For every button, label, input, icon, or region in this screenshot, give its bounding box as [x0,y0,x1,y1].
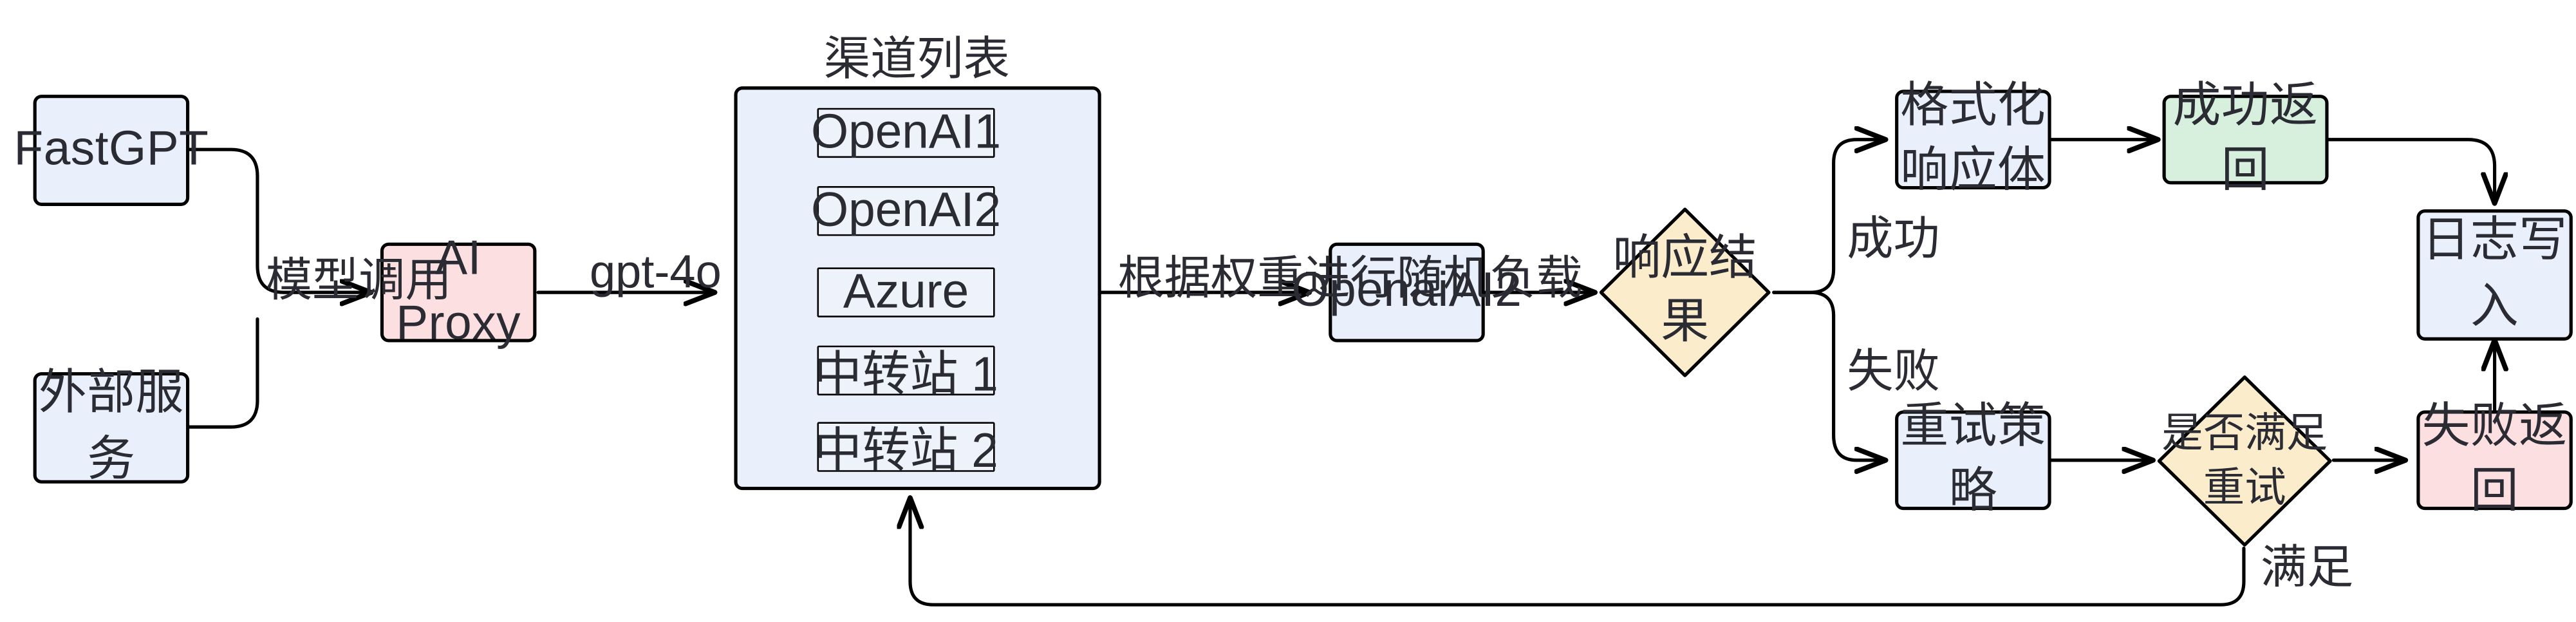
channel-item-openai2[interactable]: OpenAI2 [811,184,1001,237]
node-ai-proxy[interactable]: AI Proxy [380,232,537,350]
edge-label-model-invoke: 模型调用 [265,254,452,306]
node-openai-ai2-label: OpenaiAI2 [1291,265,1522,318]
node-response-result[interactable]: 响应结果 [1596,204,1774,381]
node-failure-return[interactable]: 失败返回 [2416,400,2573,518]
channel-item-openai1[interactable]: OpenAI1 [811,106,1001,159]
channel-list-title: 渠道列表 [823,33,1010,85]
node-success-return[interactable]: 成功返回 [2162,79,2329,198]
edge-label-success: 成功 [1847,212,1940,265]
channel-item-relay-2[interactable]: 中转站 2 [814,422,998,478]
edge-label-satisfied: 满足 [2260,542,2354,594]
node-retry-condition[interactable]: 是否满足 重试 [2154,372,2335,550]
node-format-response[interactable]: 格式化响应体 [1895,79,2051,198]
channel-item-label: 中转站 2 [814,425,998,479]
node-retry-policy-label: 重试策略 [1900,400,2046,519]
node-openai-ai2[interactable]: OpenaiAI2 [1291,242,1522,343]
channel-item-relay-1[interactable]: 中转站 1 [814,345,998,402]
diamond-shape [2157,375,2332,547]
channel-item-azure[interactable]: Azure [817,265,995,319]
edge-label-failure: 失败 [1847,345,1940,397]
channel-item-label: Azure [843,265,969,319]
node-external-service-label: 外部服务 [38,368,184,486]
node-ai-proxy-label: AI Proxy [396,232,521,351]
edge-label-weighted-random: 根据权重进行随机负载 [1117,252,1583,305]
edge-label-gpt4o: gpt-4o [589,245,722,297]
node-fastgpt[interactable]: FastGPT [14,95,209,206]
node-fastgpt-label: FastGPT [14,122,209,176]
diamond-shape [1599,207,1771,377]
node-failure-return-label: 失败返回 [2422,400,2568,519]
channel-item-label: 中转站 1 [814,348,998,402]
node-format-response-label: 格式化响应体 [1900,79,2046,198]
node-retry-policy[interactable]: 重试策略 [1895,400,2051,518]
node-success-return-label: 成功返回 [2172,79,2319,198]
node-log-write-label: 日志写入 [2422,214,2568,334]
node-log-write[interactable]: 日志写入 [2416,209,2573,341]
node-external-service[interactable]: 外部服务 [33,368,190,486]
channel-item-label: OpenAI2 [810,184,1002,237]
channel-item-label: OpenAI1 [810,105,1002,159]
